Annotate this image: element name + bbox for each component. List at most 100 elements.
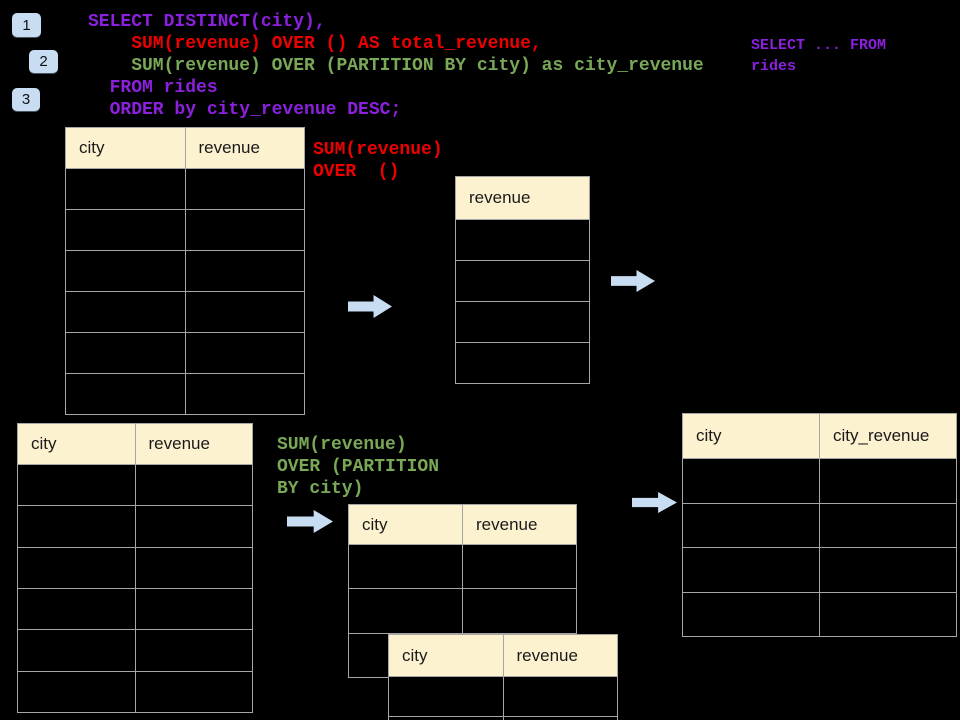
table-row: [17, 629, 253, 672]
column-header: revenue: [184, 127, 305, 169]
table-cell: [17, 505, 136, 548]
table-cell: [502, 716, 618, 720]
table-cell: [682, 502, 820, 548]
code-line: SUM(revenue): [313, 140, 443, 160]
table-cell: [455, 219, 590, 261]
table-total-revenue-result: revenue: [455, 176, 590, 384]
step-badge-1: 1: [12, 13, 41, 37]
table-cell: [819, 591, 957, 637]
code-line: rides: [751, 58, 797, 75]
table-cell: [455, 342, 590, 384]
table-cell: [134, 463, 253, 507]
table-cell: [134, 629, 253, 672]
table-cell: [65, 373, 186, 415]
column-header: revenue: [134, 423, 253, 465]
table-cell: [388, 716, 504, 720]
table-cell: [184, 250, 305, 292]
table-cell: [348, 543, 463, 590]
table-row: [455, 342, 590, 384]
table-cell: [184, 291, 305, 333]
table-row: [65, 250, 305, 292]
table-row: [17, 670, 253, 714]
table-row: [65, 373, 305, 415]
table-row: [682, 502, 957, 548]
column-header: revenue: [502, 634, 618, 677]
table-cell: [134, 587, 253, 631]
table-cell: [184, 373, 305, 415]
column-header: revenue: [455, 176, 590, 220]
table-cell: [455, 301, 590, 343]
code-line: OVER (): [313, 162, 400, 182]
right-arrow-icon: [348, 295, 392, 318]
table-total-revenue-result-grid: revenue: [455, 176, 590, 384]
table-cell: [819, 502, 957, 548]
table-cell: [184, 332, 305, 374]
sql-query-code: SELECT DISTINCT(city), SUM(revenue) OVER…: [88, 11, 704, 121]
table-cell: [17, 546, 136, 589]
table-row: [455, 301, 590, 343]
table-row: [455, 260, 590, 302]
table-row: [455, 219, 590, 261]
table-row: [348, 543, 577, 590]
table-row: [388, 716, 618, 720]
code-line: BY city): [277, 479, 364, 499]
table-cell: [134, 546, 253, 589]
table-cell: [17, 587, 136, 631]
code-line: SELECT DISTINCT(city),: [88, 12, 326, 32]
table-row: [17, 546, 253, 589]
table-row: [682, 591, 957, 637]
table-row: [65, 332, 305, 374]
table-row: [17, 463, 253, 507]
table-cell: [65, 332, 186, 374]
table-cell: [455, 260, 590, 302]
right-arrow-icon: [287, 510, 333, 533]
table-cell: [134, 670, 253, 714]
table-cell: [682, 458, 820, 504]
table-cell: [184, 209, 305, 251]
code-line: SELECT ... FROM: [751, 37, 887, 54]
code-line: SUM(revenue) OVER (PARTITION BY city) as…: [88, 56, 704, 76]
table-row: [17, 505, 253, 548]
step-badge-2: 2: [29, 50, 58, 73]
code-line: SUM(revenue) OVER () AS total_revenue,: [88, 34, 542, 54]
table-cell: [184, 168, 305, 210]
table-row: [65, 291, 305, 333]
table-row: [682, 547, 957, 593]
header-row: revenue: [455, 176, 590, 220]
table-row: [65, 168, 305, 210]
table-cell: [462, 543, 577, 590]
column-header: city: [682, 413, 820, 459]
table-cell: [65, 168, 186, 210]
sql-side-note: SELECT ... FROM rides: [751, 35, 886, 77]
column-header: city: [388, 634, 504, 677]
table-cell: [348, 588, 463, 634]
code-line: ORDER by city_revenue DESC;: [88, 100, 402, 120]
code-line: OVER (PARTITION: [277, 457, 440, 477]
table-row: [388, 676, 618, 717]
table-cell: [388, 676, 504, 717]
table-cell: [819, 458, 957, 504]
column-header: revenue: [462, 504, 577, 545]
column-header: city: [348, 504, 463, 545]
column-header: city: [65, 127, 186, 169]
table-cell: [462, 588, 577, 634]
table-cell: [682, 547, 820, 593]
table-cell: [17, 463, 136, 507]
column-header: city: [17, 423, 136, 465]
table-row: [65, 209, 305, 251]
table-row: [348, 588, 577, 634]
step-badge-3: 3: [12, 88, 40, 111]
